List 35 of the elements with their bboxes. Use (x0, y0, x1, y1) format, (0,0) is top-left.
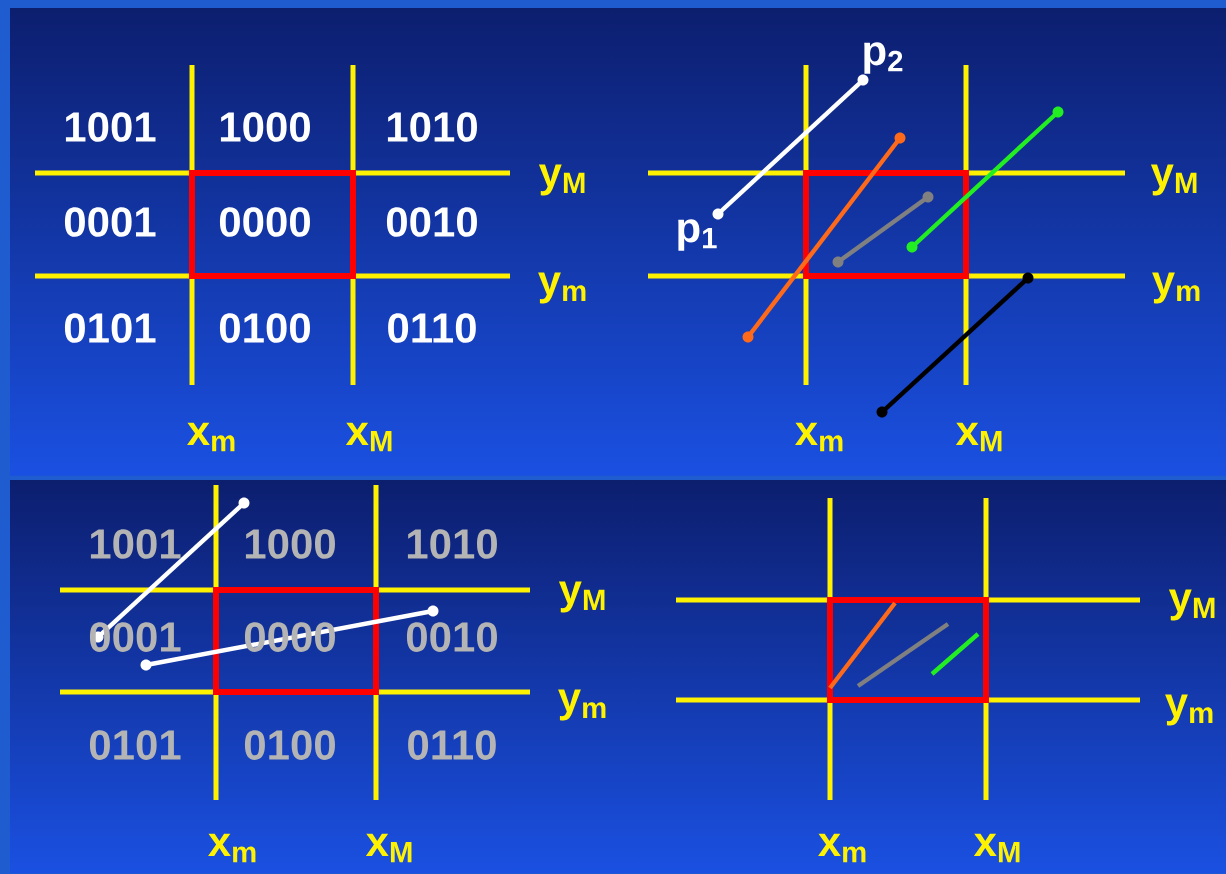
axis-label: x$_{M}$ (955, 422, 1002, 452)
region-code: 0001 (64, 207, 156, 237)
region-code: 0010 (406, 622, 497, 652)
region-code: 0100 (244, 730, 335, 760)
point-label: p$_{1}$ (678, 219, 717, 251)
axis-label: x$_{m}$ (187, 422, 235, 452)
axis-label: x$_{M}$ (973, 833, 1020, 863)
axis-label: y$_{m}$ (1152, 272, 1200, 304)
axis-label: y$_{m}$ (1165, 694, 1213, 726)
region-code: 1001 (65, 112, 156, 142)
axis-label: x$_{M}$ (365, 833, 412, 863)
point-label: p$_{2}$ (864, 42, 903, 74)
region-code: 1000 (245, 529, 335, 559)
region-code: 1000 (220, 112, 310, 142)
region-code: 0101 (64, 313, 156, 343)
region-code: 0000 (219, 207, 310, 237)
region-code: 0110 (388, 313, 476, 343)
axis-label: x$_{M}$ (345, 422, 392, 452)
axis-label: x$_{m}$ (208, 833, 256, 863)
region-code: 0110 (408, 730, 496, 760)
axis-label: y$_{M}$ (558, 581, 605, 613)
axis-label: x$_{m}$ (818, 833, 866, 863)
region-code: 1001 (90, 529, 181, 559)
axis-label: x$_{m}$ (795, 422, 843, 452)
region-code: 1010 (407, 529, 497, 559)
region-code: 1010 (387, 112, 477, 142)
region-code: 0100 (219, 313, 310, 343)
axis-label: y$_{M}$ (1168, 589, 1215, 621)
axis-label: y$_{m}$ (558, 689, 606, 721)
region-code: 0001 (89, 622, 181, 652)
axis-label: y$_{M}$ (1150, 164, 1197, 196)
region-code: 0101 (89, 730, 181, 760)
region-code: 0010 (386, 207, 477, 237)
axis-label: y$_{m}$ (538, 272, 586, 304)
axis-label: y$_{M}$ (538, 164, 585, 196)
